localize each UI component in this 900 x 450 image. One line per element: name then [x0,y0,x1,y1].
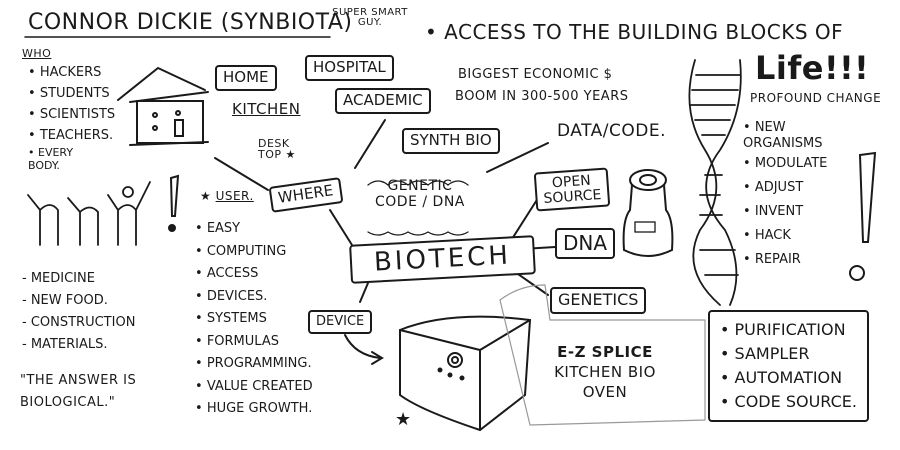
open-source-box: OpenSource [533,167,611,212]
genetics-box: Genetics [550,287,647,314]
house-icon [117,66,209,146]
connector [214,157,269,191]
headline-emphasis: Life!!! [755,49,870,87]
profound-change: Profound change [750,91,882,105]
feature-item: • Code source. [720,392,857,411]
cloud [367,180,469,186]
device-box: Device [308,310,373,334]
place-kitchen: Kitchen [232,100,301,118]
user-item: • Programming. [195,356,312,371]
uses-list: - Medicine - New food. - Construction - … [22,268,135,356]
star-icon: ★ [395,409,411,430]
user-item: • Easy [195,221,241,236]
economic-line-2: boom in 300-500 years [455,89,629,104]
dna-helix-icon [688,59,742,306]
who-item: • Students [28,86,110,101]
oven-device-icon [399,315,532,432]
synth-bio-box: Synth Bio [402,128,500,154]
place-hospital: Hospital [305,55,394,81]
who-item: • Teachers. [28,128,114,143]
people-icon [27,181,151,246]
user-item: • Formulas [195,333,279,349]
place-academic: Academic [335,88,431,114]
connector [329,209,353,246]
life-changes-list: • New organisms • Modulate • Adjust • In… [743,120,827,272]
place-desktop: Desk top ★ [258,137,296,161]
oven-panel [499,284,706,426]
life-item: • Invent [743,204,804,219]
feature-item: • Purification [720,320,846,339]
life-item: • New organisms [743,120,823,151]
headline-text: Access to the building blocks of [444,20,844,44]
life-item: • Modulate [743,156,828,171]
user-item: • Systems [195,311,267,326]
speaker-note: Super smart guy. [332,7,408,28]
arrow-head [371,351,384,365]
life-item: • Hack [743,228,791,243]
uses-item: - Construction [22,315,136,330]
user-list: • Easy • Computing • Access • Devices. •… [195,218,313,421]
economic-line-1: Biggest economic $ [458,67,613,82]
connector [359,282,369,303]
life-item: • Repair [743,252,801,267]
uses-item: - Medicine [22,271,95,286]
headline: • Access to the building blocks of [425,20,844,44]
speaker-name: Connor Dickie (Synbiota) [28,10,353,35]
dna-box: DNA [555,228,616,259]
oven-label: E-Z SpliceKitchen BioOven [554,343,656,401]
features-box: • Purification • Sampler • Automation • … [708,310,869,422]
cloud [367,231,469,236]
who-item: • Hackers [28,65,102,80]
connector [354,119,386,169]
place-home: Home [215,65,277,91]
feature-item: • Automation [720,368,843,387]
exclamation-icon [168,151,877,281]
user-item: • Access [195,266,259,281]
user-item: • Value created [195,378,313,394]
user-item: • Huge growth. [195,401,313,416]
arrow [344,334,381,359]
who-title: Who [22,47,52,60]
user-item: • Computing [195,243,287,259]
user-title: ★ User. [200,189,254,203]
user-item: • Devices. [195,288,268,304]
uses-item: - Materials. [22,337,108,352]
who-item: • Scientists [28,107,116,122]
who-list: • Hackers • Students • Scientists • Teac… [28,62,115,172]
life-item: • Adjust [743,180,804,195]
quote: "The answer isbiological." [20,373,137,410]
who-item: • Every body. [28,146,74,172]
feature-item: • Sampler [720,344,810,363]
genetic-code: Geneticcode / DNA [375,178,465,210]
data-code-label: Data/Code. [557,121,667,141]
vial-icon [622,169,674,257]
connector [486,142,549,173]
uses-item: - New food. [22,293,108,308]
